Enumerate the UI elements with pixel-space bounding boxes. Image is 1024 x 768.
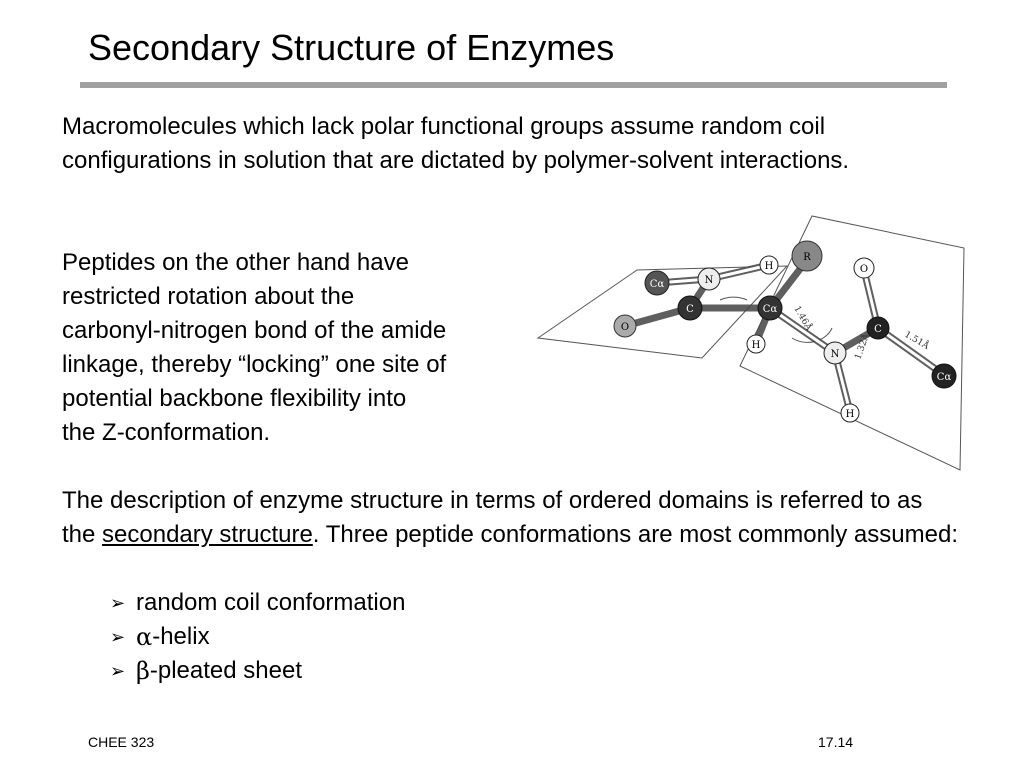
peptide-line: Peptides on the other hand have <box>62 249 409 276</box>
svg-text:R: R <box>803 252 811 263</box>
list-item-text: -helix <box>152 623 210 650</box>
svg-text:C: C <box>874 324 882 335</box>
svg-text:O: O <box>621 322 629 333</box>
greek-symbol: β <box>136 657 150 685</box>
arrow-bullet-icon: ➢ <box>110 593 126 613</box>
arrow-bullet-icon: ➢ <box>110 661 126 681</box>
atom-ca3: Cα <box>931 363 957 389</box>
conformation-list: ➢ random coil conformation ➢ α-helix ➢ β… <box>110 586 405 688</box>
atom-h3: H <box>840 403 860 423</box>
svg-text:N: N <box>831 349 840 360</box>
peptide-paragraph: Peptides on the other hand have restrict… <box>62 246 532 450</box>
svg-text:Cα: Cα <box>937 372 952 383</box>
secondary-structure-paragraph: The description of enzyme structure in t… <box>62 484 962 552</box>
greek-symbol: α <box>136 623 153 651</box>
rotation-arc <box>719 296 748 301</box>
arrow-bullet-icon: ➢ <box>110 627 126 647</box>
svg-text:C: C <box>686 304 694 315</box>
svg-text:H: H <box>846 409 855 420</box>
title-divider <box>80 82 947 88</box>
peptide-line: carbonyl-nitrogen bond of the amide <box>62 317 447 344</box>
slide-title: Secondary Structure of Enzymes <box>88 27 615 68</box>
slide-number: 17.14 <box>818 734 854 750</box>
peptide-line: the Z-conformation. <box>62 419 271 446</box>
peptide-line: restricted rotation about the <box>62 283 355 310</box>
course-code: CHEE 323 <box>88 734 155 750</box>
intro-paragraph: Macromolecules which lack polar function… <box>62 113 850 174</box>
atom-o2: O <box>853 257 875 279</box>
list-item: ➢ random coil conformation <box>110 586 405 620</box>
svg-text:O: O <box>860 264 868 275</box>
svg-text:Cα: Cα <box>650 279 665 290</box>
paragraph-text: The description of enzyme structure in t… <box>62 487 923 548</box>
atom-h2: H <box>746 334 766 354</box>
svg-text:H: H <box>765 261 774 272</box>
atom-ca1: Cα <box>644 270 670 296</box>
atom-r: R <box>791 240 823 272</box>
secondary-structure-term: secondary structure <box>102 521 313 548</box>
atom-o1: O <box>613 314 637 338</box>
svg-text:H: H <box>752 340 761 351</box>
bond-highlight <box>876 326 946 377</box>
list-item: ➢ β-pleated sheet <box>110 654 405 688</box>
amide-plane-left <box>536 265 789 359</box>
atom-n1: N <box>697 267 721 291</box>
list-item-text: random coil conformation <box>136 589 406 616</box>
atom-h1: H <box>759 255 779 275</box>
amide-plane-right <box>739 215 965 471</box>
svg-text:N: N <box>705 275 714 286</box>
paragraph-text: . Three peptide conformations are most c… <box>312 521 958 548</box>
bond-highlight <box>768 306 837 355</box>
peptide-line: linkage, thereby “locking” one site of <box>62 351 447 378</box>
list-item-text: -pleated sheet <box>149 657 302 684</box>
distance-label: 1.32Å <box>852 332 873 362</box>
peptide-bond-diagram: Cα N H R C O Cα H N H C O <box>536 215 965 471</box>
svg-text:Cα: Cα <box>763 304 778 315</box>
list-item: ➢ α-helix <box>110 620 405 654</box>
atom-c1: C <box>677 295 703 321</box>
atom-n2: N <box>823 341 847 365</box>
peptide-line: potential backbone flexibility into <box>62 385 407 412</box>
atom-ca2: Cα <box>757 295 783 321</box>
atom-c2: C <box>866 316 890 340</box>
